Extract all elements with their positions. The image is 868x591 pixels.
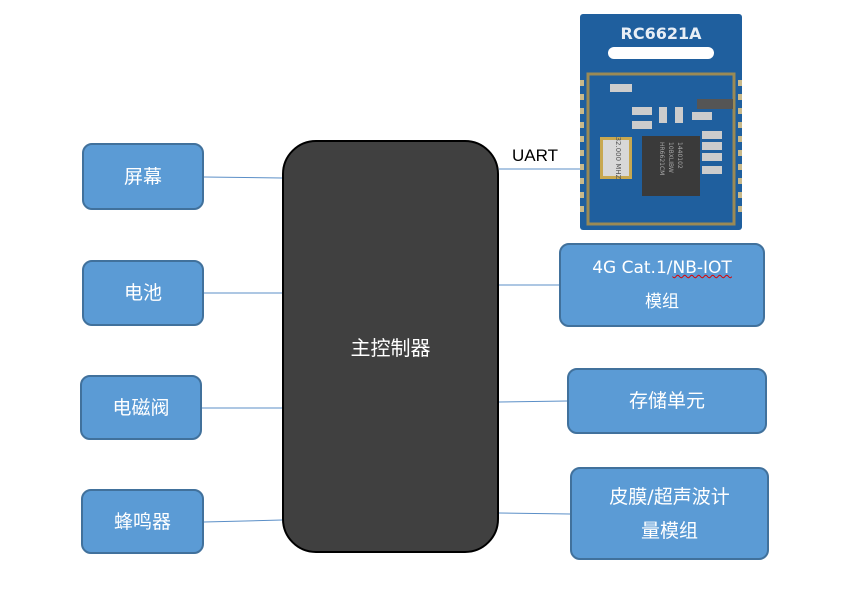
block-label: 电磁阀 xyxy=(112,396,170,419)
cellular-label-1: 4G Cat.1/ xyxy=(592,258,673,278)
cellular-label-2: 模组 xyxy=(645,292,679,312)
block-meter: 皮膜/超声波计量模组 xyxy=(570,467,769,560)
uart-label: UART xyxy=(512,146,558,165)
block-label: 存储单元 xyxy=(628,390,705,412)
block-cellular: 4G Cat.1/NB-IOT 模组 xyxy=(559,243,765,327)
rc6621a-module-image: RC6621A 32.000 MHZ HR6621CM 10BXLIBW 144… xyxy=(580,14,742,230)
line-screen xyxy=(203,176,283,179)
block-label: 蜂鸣器 xyxy=(113,510,171,533)
meter-label-1: 皮膜/超声波计 xyxy=(609,485,730,508)
line-storage xyxy=(498,400,568,403)
block-valve: 电磁阀 xyxy=(80,375,202,440)
meter-label-2: 量模组 xyxy=(640,519,698,542)
block-screen: 屏幕 xyxy=(82,143,204,210)
block-label: 电池 xyxy=(123,282,162,304)
line-meter xyxy=(498,512,571,515)
controller-label: 主控制器 xyxy=(350,336,431,360)
chip-label-3: 1440102 xyxy=(676,142,683,169)
block-storage: 存储单元 xyxy=(567,368,767,434)
chip-label-1: HR6621CM xyxy=(658,142,665,175)
block-buzzer: 蜂鸣器 xyxy=(81,489,204,554)
chip-label-2: 10BXLIBW xyxy=(667,142,674,173)
main-controller: 主控制器 xyxy=(282,140,499,553)
line-buzzer xyxy=(203,519,283,523)
crystal-label: 32.000 MHZ xyxy=(614,137,622,180)
block-label: 屏幕 xyxy=(123,165,162,188)
block-battery: 电池 xyxy=(82,260,204,326)
module-name: RC6621A xyxy=(621,24,703,43)
cellular-label-1b: NB-IOT xyxy=(672,258,732,278)
